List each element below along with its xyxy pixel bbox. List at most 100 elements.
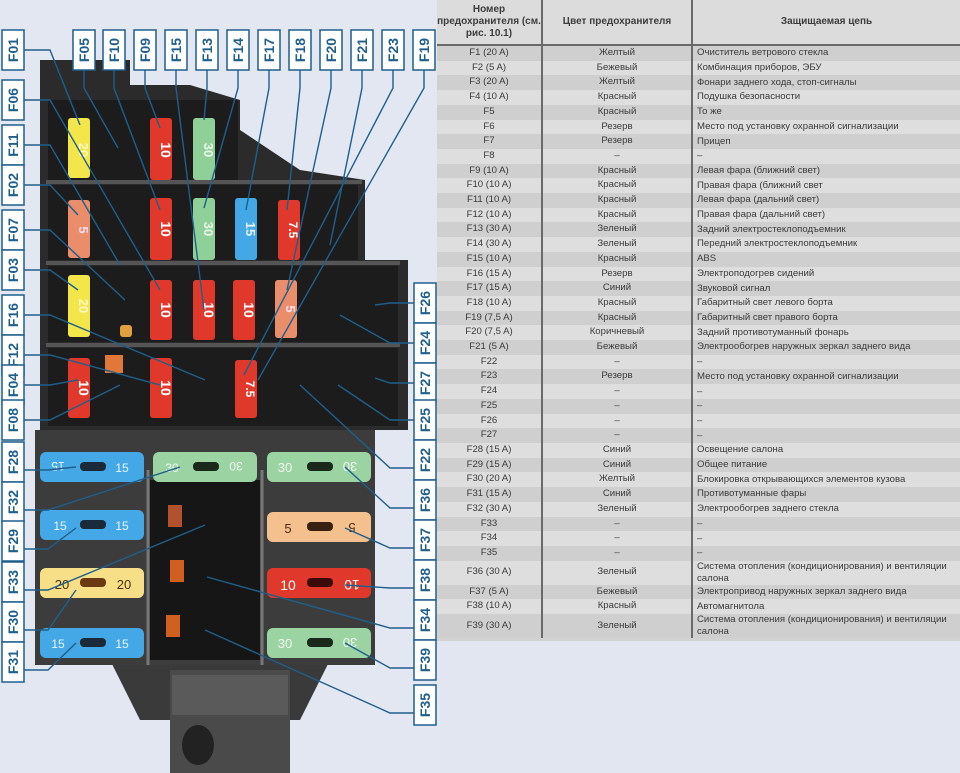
- fuse-f37-rating-a: 5: [284, 521, 291, 536]
- leader-line: [24, 589, 77, 631]
- fuse-f10: [150, 198, 172, 260]
- cell-fuse-color: –: [542, 398, 693, 414]
- callout-right-2: F27: [413, 362, 437, 404]
- cell-protected-circuit: Звуковой сигнал: [692, 281, 960, 296]
- fuse-f32-rating-a: 30: [165, 461, 179, 475]
- fuse-f28-rating-b: 15: [115, 461, 129, 475]
- callout-box: [195, 29, 219, 71]
- cell-fuse-color: Резерв: [542, 266, 693, 282]
- cell-fuse-number: F22: [437, 354, 543, 370]
- cell-fuse-color: Синий: [542, 442, 693, 458]
- leader-line: [24, 144, 121, 266]
- mount-bolt: [182, 725, 214, 765]
- cell-fuse-color: Синий: [542, 487, 693, 502]
- callout-text: F26: [417, 291, 433, 315]
- callout-left-0: F01: [1, 29, 25, 71]
- callout-text: F36: [417, 488, 433, 512]
- cell-fuse-number: F26: [437, 413, 543, 429]
- callout-text: F14: [230, 38, 246, 62]
- cell-protected-circuit: Задний электростеклоподъемник: [692, 222, 960, 238]
- callout-text: F33: [5, 570, 21, 594]
- cell-fuse-color: Красный: [542, 599, 693, 615]
- leader-line: [24, 184, 79, 216]
- callout-text: F32: [5, 490, 21, 514]
- callout-top-7: F18: [288, 29, 312, 71]
- fuse-f12-rating: 10: [158, 380, 174, 396]
- fuse-f32-rating-b: 30: [229, 459, 243, 473]
- leader-line: [175, 70, 205, 311]
- fuse-f01: [68, 118, 90, 178]
- table-row: F35––: [437, 545, 960, 561]
- cell-fuse-color: Бежевый: [542, 340, 693, 355]
- callout-box: [288, 29, 312, 71]
- fuse-table: Номер предохранителя (см. рис. 10.1) Цве…: [437, 0, 960, 639]
- callout-text: F24: [417, 331, 433, 355]
- callout-text: F35: [417, 693, 433, 717]
- cell-fuse-number: F5: [437, 104, 543, 120]
- table-row: F22––: [437, 354, 960, 370]
- leader-line: [206, 576, 414, 629]
- cell-fuse-number: F3 (20 A): [437, 75, 543, 91]
- cell-fuse-color: Красный: [542, 178, 693, 194]
- cell-fuse-color: Красный: [542, 310, 693, 326]
- callout-text: F10: [106, 38, 122, 62]
- cell-fuse-number: F4 (10 A): [437, 90, 543, 105]
- table-row: F24––: [437, 384, 960, 399]
- leader-line: [24, 229, 126, 301]
- leader-line: [204, 629, 414, 714]
- fuse-f14: [193, 198, 215, 260]
- fuse-f19-rating: 7.5: [243, 381, 257, 398]
- fuse-f17-rating: 15: [243, 222, 258, 236]
- cell-fuse-color: Коричневый: [542, 325, 693, 341]
- cell-fuse-color: –: [542, 148, 693, 164]
- callout-top-5: F14: [226, 29, 250, 71]
- fuse-f10-rating: 10: [158, 221, 174, 237]
- leader-line: [344, 466, 414, 509]
- callout-text: F23: [385, 38, 401, 62]
- callout-top-4: F13: [195, 29, 219, 71]
- cell-fuse-number: F27: [437, 428, 543, 443]
- callout-left-lower-0: F28: [1, 441, 25, 483]
- cell-fuse-number: F35: [437, 545, 543, 561]
- callout-left-4: F07: [1, 209, 25, 251]
- cell-fuse-color: Красный: [542, 207, 693, 223]
- fuse-f30-rating-b: 20: [117, 577, 131, 592]
- fuse-f29-rating-b: 15: [115, 519, 129, 533]
- cell-protected-circuit: –: [692, 148, 960, 164]
- cell-fuse-number: F9 (10 A): [437, 163, 543, 179]
- fuse-f13-rating: 30: [201, 143, 216, 157]
- callout-text: F19: [416, 38, 432, 62]
- callout-text: F31: [5, 650, 21, 674]
- cell-fuse-color: –: [542, 428, 693, 443]
- cell-fuse-color: Красный: [542, 90, 693, 105]
- leader-line: [83, 70, 119, 149]
- cell-fuse-number: F7: [437, 134, 543, 149]
- leader-line: [24, 49, 81, 126]
- callout-text: F05: [76, 38, 92, 62]
- fuse-f11: [150, 280, 172, 340]
- callout-text: F07: [5, 218, 21, 242]
- cell-protected-circuit: Правая фара (дальний свет): [692, 207, 960, 223]
- cell-fuse-number: F31 (15 A): [437, 487, 543, 502]
- cell-protected-circuit: Освещение салона: [692, 442, 960, 458]
- cell-fuse-color: Красный: [542, 163, 693, 179]
- table-row: F26––: [437, 413, 960, 429]
- leader-line: [24, 379, 79, 386]
- cell-protected-circuit: ABS: [692, 251, 960, 267]
- cell-fuse-number: F14 (30 A): [437, 237, 543, 252]
- callout-right-10: F35: [413, 684, 437, 726]
- cell-fuse-number: F29 (15 A): [437, 457, 543, 473]
- callout-left-2: F11: [1, 124, 25, 166]
- cell-fuse-number: F36 (30 A): [437, 560, 543, 585]
- fuse-f03-rating: 20: [76, 299, 91, 313]
- cell-fuse-color: –: [542, 354, 693, 370]
- callout-text: F03: [5, 258, 21, 282]
- fuse-f13: [193, 118, 215, 180]
